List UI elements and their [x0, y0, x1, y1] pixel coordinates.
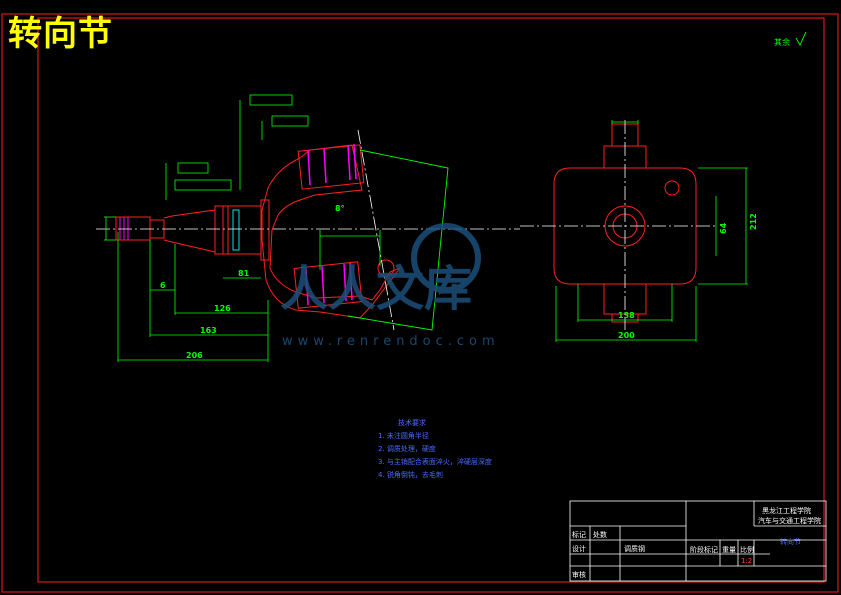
inner-frame: [37, 17, 825, 583]
dim-163: 163: [200, 326, 217, 335]
tech-note-1: 1. 未注圆角半径: [378, 432, 429, 440]
dimension-texts: 206 163 126 81 6 200 138 212 64 8°: [160, 204, 758, 360]
nut-circle: [377, 259, 395, 277]
tb-material: 调质钢: [624, 545, 645, 553]
kingpin-axis: [357, 129, 395, 331]
tb-count-label: 处数: [593, 531, 607, 539]
tb-audit-label: 审核: [572, 571, 586, 579]
tb-design-label: 设计: [572, 545, 586, 553]
shaft-thread: [115, 216, 151, 241]
page-title: 转向节: [8, 14, 113, 54]
tb-scale-label: 比例: [740, 546, 754, 554]
tech-notes-heading: 技术要求: [398, 419, 426, 427]
tech-note-3: 3. 与主销配合表面淬火，淬硬层深度: [378, 458, 492, 466]
roughness-symbol: [795, 31, 807, 46]
outer-frame: [1, 13, 839, 593]
watermark-logo-text: 人人文库: [280, 261, 472, 317]
dim-206: 206: [186, 351, 203, 360]
tb-school: 黑龙江工程学院: [762, 507, 811, 515]
watermark-url: www.renrendoc.com: [282, 334, 500, 349]
watermark-logo: 人人文库: [280, 223, 481, 317]
dim-212: 212: [749, 213, 758, 230]
dim-138: 138: [618, 311, 635, 320]
bolt-hole: [664, 180, 680, 196]
tb-dept: 汽车与交通工程学院: [758, 517, 821, 525]
shaft-view: [115, 199, 270, 261]
dim-8deg: 8°: [335, 204, 345, 213]
hatched-sections: [305, 143, 357, 306]
tb-scale-value: 1:2: [741, 557, 753, 565]
dim-6: 6: [160, 281, 166, 290]
tech-notes: 技术要求 1. 未注圆角半径 2. 调质处理，硬度 3. 与主销配合表面淬火，淬…: [378, 417, 492, 482]
tb-stage-label: 阶段标记: [690, 546, 718, 554]
tb-mark-label: 标记: [572, 531, 586, 539]
tb-weight-label: 重量: [722, 546, 736, 554]
flange-plate: [553, 167, 697, 285]
knuckle-profile: [347, 149, 449, 331]
dim-64: 64: [719, 222, 728, 234]
tech-note-2: 2. 调质处理，硬度: [378, 445, 436, 453]
roughness-note: 其余: [774, 37, 790, 47]
shaft-collar: [214, 205, 262, 255]
dim-126: 126: [214, 304, 231, 313]
dimension-lines: [104, 94, 748, 362]
tb-part-name: 转向节: [780, 538, 801, 546]
tech-note-4: 4. 锐角倒钝，去毛刺: [378, 471, 443, 479]
title-block: [569, 500, 827, 582]
knuckle-body: [261, 144, 402, 319]
dim-81: 81: [238, 269, 250, 278]
shaft-taper: [163, 209, 216, 253]
dim-200: 200: [618, 331, 635, 340]
